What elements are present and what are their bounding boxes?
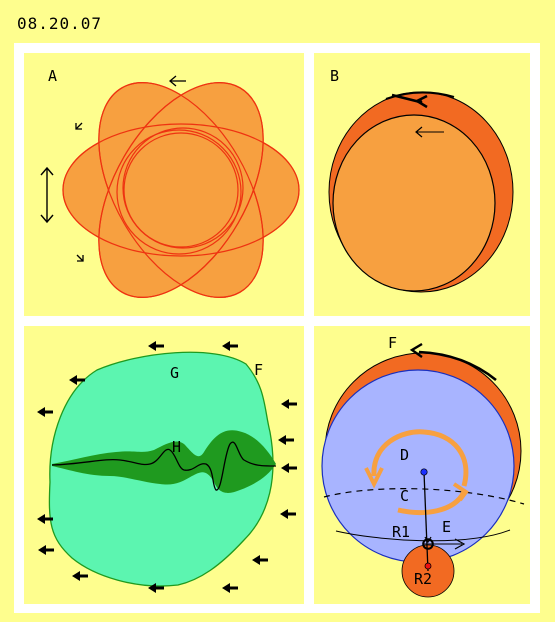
left-arrow-icon — [38, 545, 54, 555]
label-b: B — [330, 67, 339, 85]
lower-arc — [335, 529, 511, 542]
petal-outline — [98, 82, 264, 298]
top-arrow-icon — [409, 342, 423, 358]
left-arrow-icon — [69, 375, 85, 385]
dashed-equator — [323, 488, 525, 505]
label-g: G — [170, 364, 179, 382]
corner-arrow-bottom-left-icon — [76, 254, 84, 262]
axis-line — [423, 471, 429, 572]
label-r2: R2 — [414, 570, 432, 588]
vertical-double-arrow-icon — [40, 166, 54, 224]
label-f: F — [254, 361, 263, 379]
petal-outline — [98, 82, 264, 298]
left-arrow-icon — [222, 583, 238, 593]
left-arrow-icon — [222, 341, 238, 351]
panel-a-drawing: A — [40, 67, 300, 298]
label-d: D — [400, 446, 409, 464]
top-arc-arrow — [418, 350, 497, 382]
label-c: C — [400, 487, 409, 505]
panel-b-drawing: B — [328, 67, 514, 293]
label-a: A — [48, 67, 57, 85]
inner-rings — [116, 127, 244, 255]
panel-b: B — [314, 53, 530, 316]
panel-a: A — [24, 53, 304, 316]
label-h: H — [172, 438, 181, 456]
left-arrow-icon — [281, 399, 297, 409]
circulation-arrow-left-icon — [364, 467, 384, 489]
petal-outline — [62, 123, 300, 257]
left-arrow-icon — [148, 583, 164, 593]
inner-orbit — [332, 114, 496, 292]
panel-d-drawing: F D C R1 E R2 — [321, 334, 525, 598]
left-arrow-icon — [72, 571, 88, 581]
small-center-dot — [424, 562, 432, 570]
left-arrow-icon — [280, 509, 296, 519]
corner-arrow-top-left-icon — [75, 122, 83, 130]
center-dot — [420, 468, 428, 476]
left-arrow-icon — [37, 407, 53, 417]
outer-arrow-arc — [385, 91, 455, 101]
left-arrow-icon — [278, 435, 294, 445]
push-arrows — [37, 341, 297, 593]
blue-sphere — [321, 369, 515, 563]
circulation-arc-top — [371, 429, 469, 487]
wave-band — [52, 430, 276, 493]
label-f: F — [388, 334, 397, 352]
panel-d: F D C R1 E R2 — [314, 326, 530, 604]
rosette-petals — [62, 82, 300, 298]
left-arrow-icon — [37, 514, 53, 524]
label-e: E — [442, 518, 451, 536]
panel-c-drawing: G F H — [37, 341, 297, 593]
date-label: 08.20.07 — [17, 14, 103, 33]
label-r1: R1 — [392, 523, 410, 541]
inner-arrow-icon — [415, 126, 423, 138]
left-arrow-icon — [252, 555, 268, 565]
left-arrow-icon — [148, 341, 164, 351]
outer-arrow-icon — [414, 94, 428, 109]
r1-arrow-icon — [424, 536, 432, 544]
e-arrow-icon — [454, 538, 466, 550]
wave-line — [51, 441, 277, 491]
circulation-arrow-right-icon — [452, 482, 469, 502]
panel-c: G F H — [24, 326, 304, 604]
left-arrow-icon — [281, 463, 297, 473]
left-arrow-small-icon — [168, 75, 186, 87]
